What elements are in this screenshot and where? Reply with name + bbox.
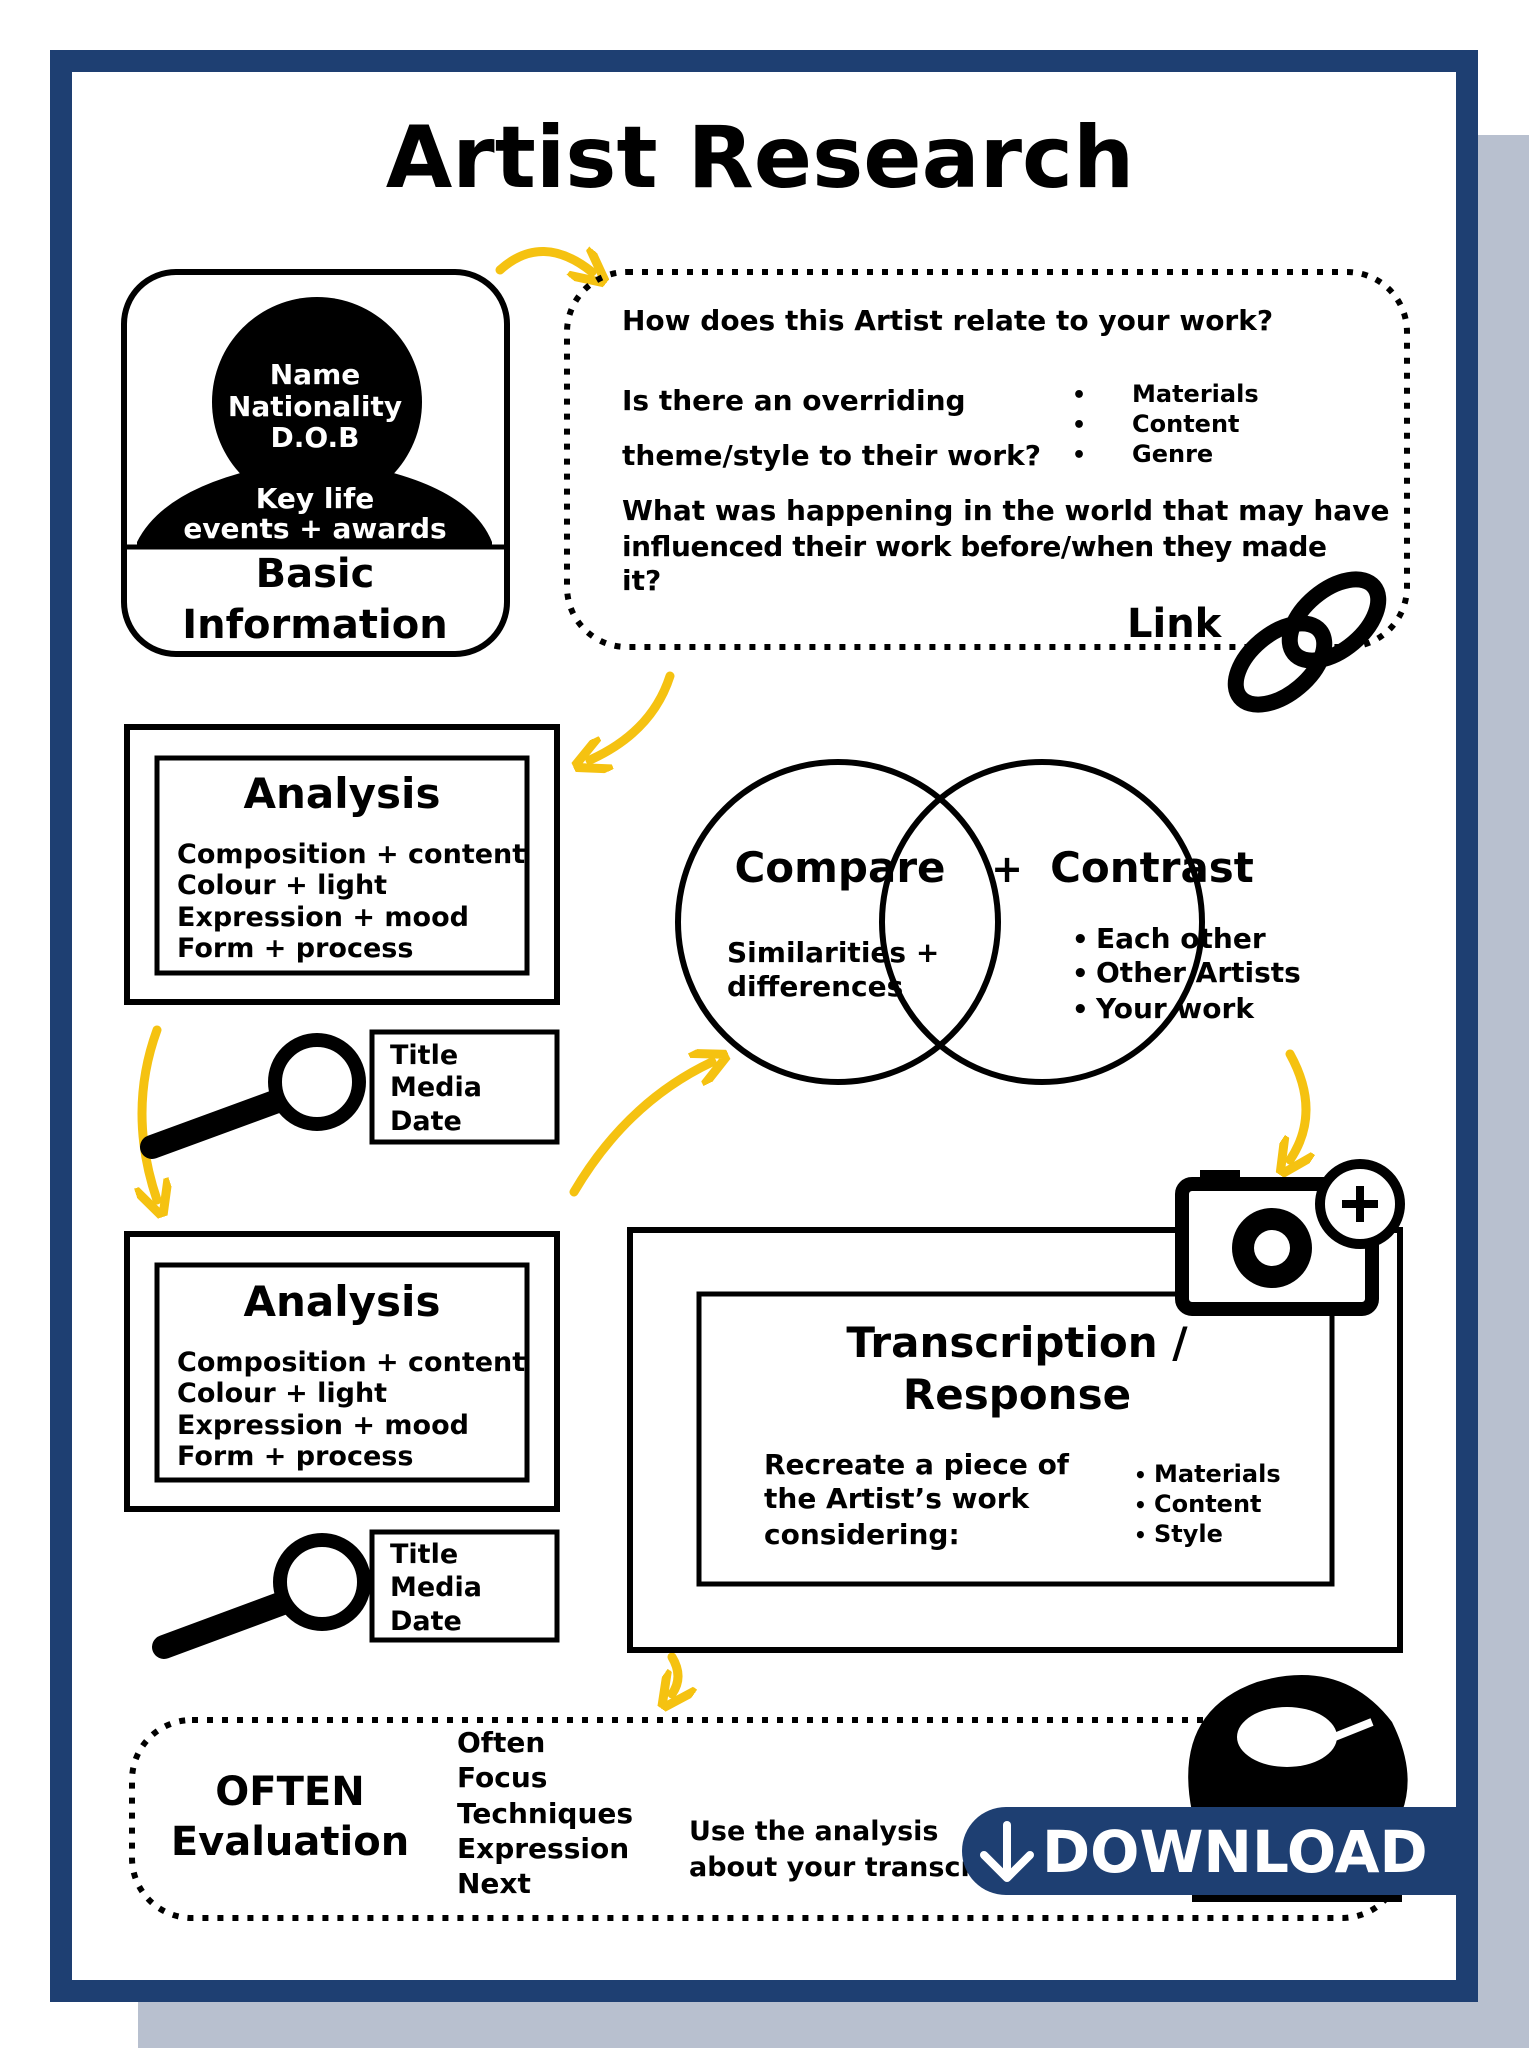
artwork-details-card-1: Title Media Date [369, 1029, 560, 1145]
card-title-label: Title [390, 1040, 458, 1071]
worksheet: Artist Research Name Nationality D.O.B K… [72, 72, 1456, 1980]
svg-text:•: • [1072, 383, 1086, 408]
basic-name-label: Name [270, 358, 361, 391]
link-question-relate: How does this Artist relate to your work… [622, 304, 1273, 337]
analysis-item: Colour + light [177, 870, 387, 901]
page-title: Artist Research [386, 108, 1135, 208]
card-title-label: Title [390, 1539, 458, 1570]
download-arrow-icon [980, 1821, 1034, 1882]
camera-icon [1175, 1159, 1405, 1316]
venn-contrast-bullet: Each other [1096, 922, 1266, 955]
venn-left-line: differences [727, 970, 903, 1003]
analysis-item: Form + process [177, 1441, 413, 1472]
evaluation-panel: OFTEN Evaluation Often Focus Techniques … [129, 1717, 1405, 1921]
often-word: Techniques [457, 1797, 633, 1830]
link-question-theme-1: Is there an overriding [622, 384, 966, 417]
compare-contrast-venn: Compare + Contrast Similarities + differ… [675, 759, 1301, 1085]
magnifier-icon [140, 1033, 366, 1159]
magnifier-icon [152, 1533, 371, 1659]
transcription-body-line: Recreate a piece of [764, 1448, 1070, 1481]
link-question-theme-2: theme/style to their work? [622, 439, 1041, 472]
analysis-item: Colour + light [177, 1378, 387, 1409]
basic-information-card: Name Nationality D.O.B Key life events +… [121, 269, 510, 657]
link-label: Link [1127, 601, 1223, 647]
transcription-bullet: Content [1154, 1490, 1262, 1518]
link-question-world-2: influenced their work before/when they m… [622, 530, 1327, 563]
link-question-world-3: it? [622, 564, 661, 597]
svg-text:•: • [1134, 1493, 1147, 1517]
link-question-world-1: What was happening in the world that may… [622, 494, 1389, 527]
transcription-bullet: Materials [1154, 1460, 1281, 1488]
svg-text:•: • [1134, 1463, 1147, 1487]
transcription-panel: Transcription / Response Recreate a piec… [627, 1227, 1403, 1653]
basic-information-title-1: Basic [256, 551, 375, 597]
chain-link-icon [1227, 571, 1387, 713]
link-bullet-content: Content [1132, 410, 1240, 438]
download-label: DOWNLOAD [1042, 1818, 1428, 1886]
evaluation-use-line: about your transcr [689, 1852, 974, 1883]
analysis-panel-2: Analysis Composition + content Colour + … [124, 1231, 560, 1512]
transcription-title-1: Transcription / [846, 1318, 1188, 1367]
silhouette-icon [137, 297, 492, 547]
card-date-label: Date [390, 1606, 462, 1637]
basic-events-label: events + awards [183, 512, 446, 545]
analysis-item: Form + process [177, 933, 413, 964]
evaluation-title-1: OFTEN [215, 1769, 364, 1815]
download-button[interactable]: DOWNLOAD [962, 1807, 1456, 1895]
often-word: Often [457, 1726, 545, 1759]
venn-contrast-title: Contrast [1050, 843, 1254, 892]
svg-text:•: • [1072, 995, 1089, 1025]
basic-dob-label: D.O.B [270, 421, 359, 454]
analysis-title: Analysis [244, 1277, 441, 1326]
card-media-label: Media [390, 1572, 482, 1603]
analysis-item: Expression + mood [177, 1410, 469, 1441]
link-panel: How does this Artist relate to your work… [564, 269, 1410, 650]
link-bullet-materials: Materials [1132, 380, 1259, 408]
svg-text:•: • [1072, 413, 1086, 438]
basic-life-label: Key life [256, 482, 375, 515]
often-word: Expression [457, 1832, 629, 1865]
svg-text:•: • [1072, 443, 1086, 468]
basic-information-title-2: Information [182, 602, 447, 648]
venn-contrast-bullet: Other Artists [1096, 956, 1301, 989]
analysis-item: Expression + mood [177, 902, 469, 933]
link-bullet-genre: Genre [1132, 440, 1213, 468]
transcription-title-2: Response [903, 1370, 1131, 1419]
transcription-body-line: the Artist’s work [764, 1482, 1031, 1515]
venn-contrast-bullet: Your work [1095, 992, 1255, 1025]
evaluation-title-2: Evaluation [171, 1819, 409, 1865]
analysis-panel-1: Analysis Composition + content Colour + … [124, 724, 560, 1005]
transcription-body-line: considering: [764, 1518, 960, 1551]
often-word: Focus [457, 1761, 547, 1794]
artwork-details-card-2: Title Media Date [369, 1529, 560, 1643]
analysis-title: Analysis [244, 769, 441, 818]
often-word: Next [457, 1867, 531, 1900]
evaluation-use-line: Use the analysis [689, 1816, 938, 1847]
transcription-bullet: Style [1154, 1520, 1223, 1548]
svg-text:•: • [1072, 925, 1089, 955]
svg-text:•: • [1072, 959, 1089, 989]
venn-plus: + [991, 847, 1023, 891]
curved-arrow-icon [142, 251, 1306, 1694]
card-date-label: Date [390, 1106, 462, 1137]
analysis-item: Composition + content [177, 1347, 525, 1378]
venn-compare-title: Compare [734, 843, 945, 892]
card-media-label: Media [390, 1072, 482, 1103]
basic-nationality-label: Nationality [228, 390, 402, 423]
analysis-item: Composition + content [177, 839, 525, 870]
svg-text:•: • [1134, 1523, 1147, 1547]
venn-left-line: Similarities + [727, 936, 939, 969]
